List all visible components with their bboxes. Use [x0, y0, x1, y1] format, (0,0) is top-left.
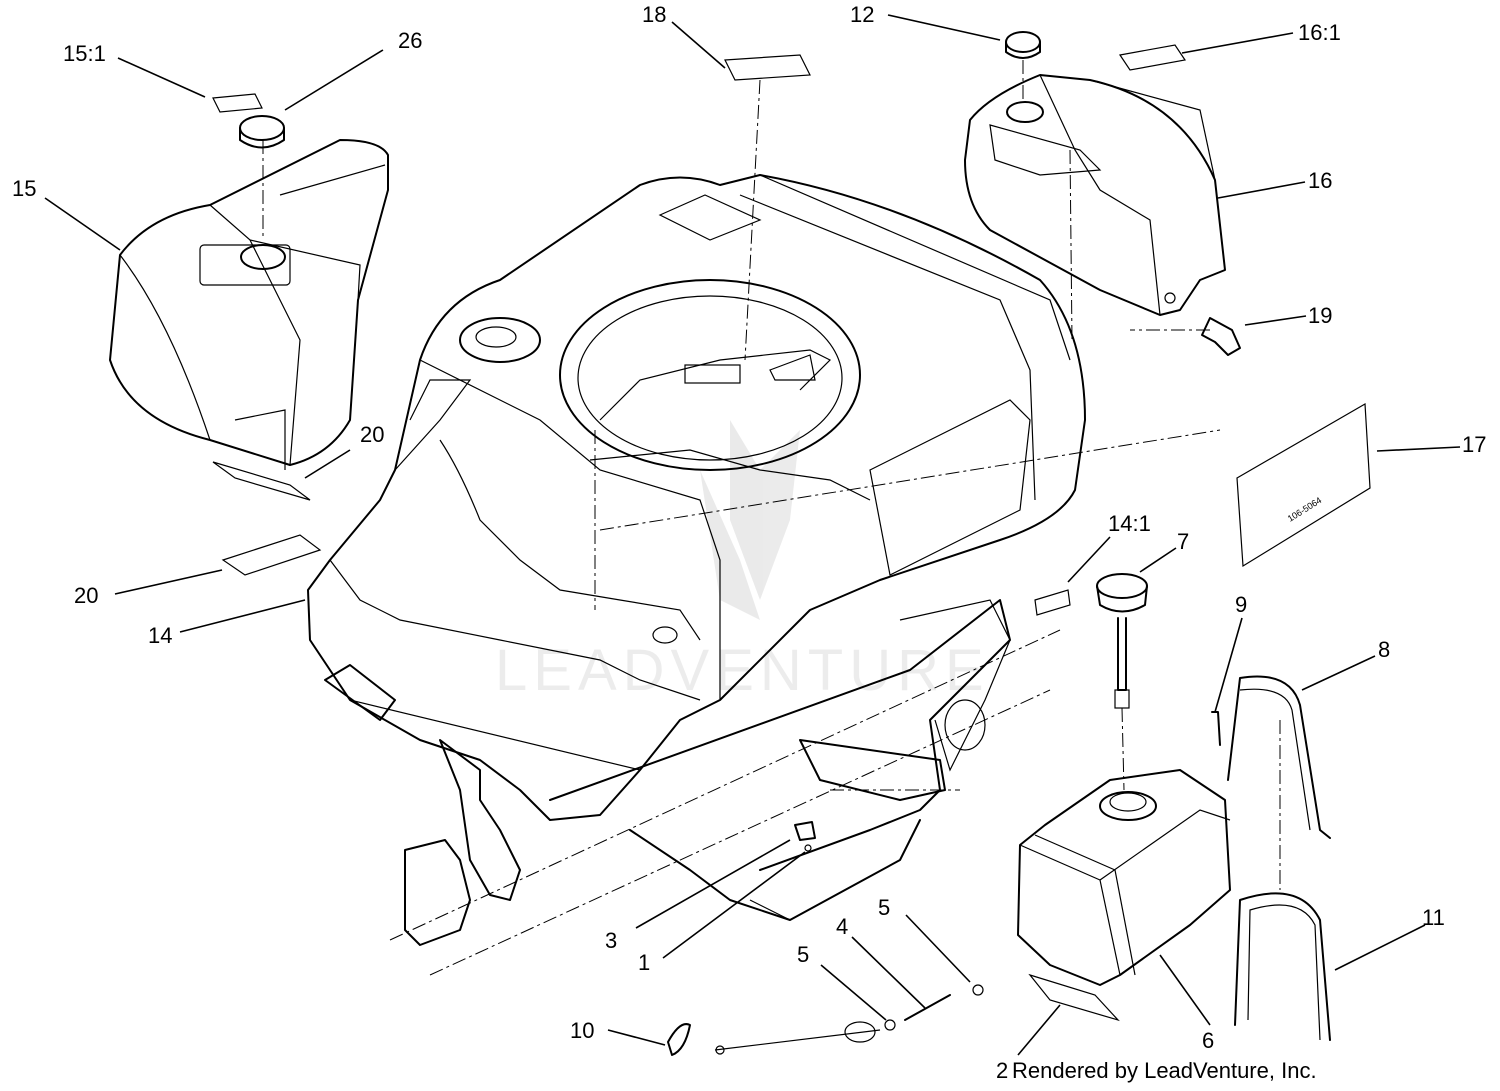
- callout-14-1: 14:1: [1108, 511, 1151, 536]
- decal-18: [724, 54, 811, 81]
- right-hydraulic-tank: [964, 74, 1226, 316]
- left-hydraulic-tank: [109, 139, 389, 470]
- decal-20-upper: [212, 461, 311, 501]
- decal-15-1: [212, 93, 263, 113]
- hose-clip-3: [794, 821, 816, 852]
- leader-lines: [44, 14, 1461, 1056]
- callout-14: 14: [148, 623, 172, 648]
- callout-19: 19: [1308, 303, 1332, 328]
- callout-16: 16: [1308, 168, 1332, 193]
- callout-10: 10: [570, 1018, 594, 1043]
- callout-11: 11: [1422, 905, 1445, 930]
- callout-5-left: 5: [797, 942, 809, 967]
- fuel-hose-4: [884, 984, 984, 1031]
- fuel-filter-10: [667, 1021, 881, 1056]
- credit-line: Rendered by LeadVenture, Inc.: [1012, 1058, 1317, 1083]
- fill-cap-26: [239, 115, 285, 149]
- decal-16-1: [1118, 44, 1187, 71]
- callout-3: 3: [605, 928, 617, 953]
- fitting-19: [1201, 317, 1241, 356]
- callout-labels: 15:1 26 15 18 12 16:1 16 19 17 20 20 14 …: [12, 2, 1486, 1083]
- main-body-hood: [307, 174, 1086, 821]
- tank-strap-8: [1227, 675, 1331, 839]
- decal-17-text: 106-5064: [1286, 495, 1324, 524]
- callout-6: 6: [1202, 1028, 1214, 1053]
- callout-26: 26: [398, 28, 422, 53]
- callout-15: 15: [12, 176, 36, 201]
- callout-15-1: 15:1: [63, 41, 106, 66]
- callout-1: 1: [638, 950, 650, 975]
- callout-16-1: 16:1: [1298, 20, 1341, 45]
- decal-17: 106-5064: [1236, 402, 1371, 568]
- watermark-logo: [700, 420, 800, 620]
- decal-20-lower: [221, 534, 322, 576]
- fuel-tank: [1017, 769, 1231, 986]
- callout-12: 12: [850, 2, 874, 27]
- callout-8: 8: [1378, 637, 1390, 662]
- decal-2: [1028, 973, 1120, 1022]
- callout-9: 9: [1235, 592, 1247, 617]
- screw-9: [1211, 711, 1221, 746]
- callout-2: 2: [996, 1058, 1008, 1083]
- callout-17: 17: [1462, 432, 1486, 457]
- watermark-text: LEADVENTURE: [495, 638, 990, 703]
- tank-strap-11: [1234, 892, 1331, 1041]
- fill-cap-12: [1005, 31, 1041, 59]
- callout-5-right: 5: [878, 895, 890, 920]
- callout-18: 18: [642, 2, 666, 27]
- callout-4: 4: [836, 914, 848, 939]
- fuel-cap-gauge-7: [1096, 573, 1148, 709]
- callout-20-upper: 20: [360, 422, 384, 447]
- frame-assembly: [324, 429, 1221, 976]
- callout-7: 7: [1177, 529, 1189, 554]
- callout-20-lower: 20: [74, 583, 98, 608]
- decal-14-1: [1034, 589, 1071, 616]
